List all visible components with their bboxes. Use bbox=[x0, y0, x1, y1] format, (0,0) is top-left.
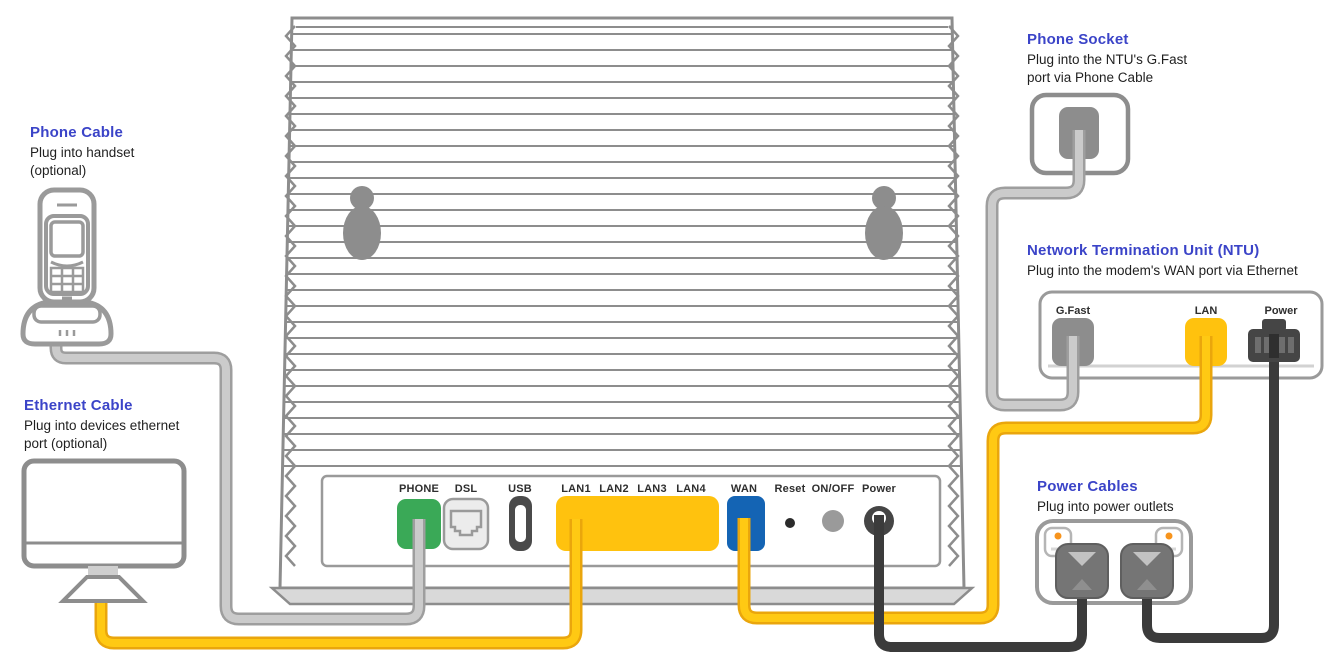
ntu-port-label-power: Power bbox=[1264, 305, 1298, 317]
modem-port-label-lan2: LAN2 bbox=[599, 483, 629, 495]
dock-cradle bbox=[32, 304, 102, 324]
modem-dsl-port bbox=[442, 497, 490, 551]
monitor-screen bbox=[21, 458, 187, 569]
modem-reset-button bbox=[785, 518, 795, 528]
modem-port-label-reset: Reset bbox=[775, 483, 806, 495]
modem-port-label-phone: PHONE bbox=[399, 483, 439, 495]
ntu-power-plug bbox=[1248, 319, 1300, 362]
power-outlet-plug-left bbox=[1055, 543, 1109, 599]
ntu-port-label-gfast: G.Fast bbox=[1056, 305, 1091, 317]
annotation-ntu-title: Network Termination Unit (NTU) bbox=[1027, 242, 1260, 259]
annotation-ethernet-cable-desc1: Plug into devices ethernet bbox=[24, 418, 180, 433]
handset-screen-curve bbox=[50, 260, 84, 268]
modem-left-fin-edge bbox=[284, 25, 297, 567]
phone-handset-illustration bbox=[37, 187, 97, 305]
mount-keyhole-left bbox=[343, 186, 381, 260]
annotation-phone-socket-desc2: port via Phone Cable bbox=[1027, 70, 1154, 85]
annotation-phone-cable: Phone Cable Plug into handset (optional) bbox=[30, 124, 134, 180]
dock-ticks bbox=[58, 330, 76, 336]
annotation-phone-cable-desc2: (optional) bbox=[30, 163, 87, 178]
power-cable-ntu-path bbox=[1142, 340, 1279, 643]
power-cable-modem-path bbox=[874, 515, 1087, 652]
cables-layer bbox=[56, 130, 1279, 652]
monitor-illustration bbox=[21, 458, 187, 603]
annotation-ntu-desc1: Plug into the modem's WAN port via Ether… bbox=[1027, 263, 1298, 278]
modem-lan-ports bbox=[556, 496, 719, 551]
power-outlet-plug-right bbox=[1120, 543, 1174, 599]
annotation-ethernet-cable-desc2: port (optional) bbox=[24, 436, 108, 451]
annotation-power-cables: Power Cables Plug into power outlets bbox=[1037, 478, 1174, 516]
modem-port-label-lan3: LAN3 bbox=[637, 483, 667, 495]
annotation-ntu: Network Termination Unit (NTU) Plug into… bbox=[1027, 242, 1298, 280]
annotation-phone-cable-desc1: Plug into handset bbox=[30, 145, 135, 160]
mount-keyhole-right bbox=[865, 186, 903, 260]
handset-face bbox=[44, 214, 90, 296]
monitor-neck bbox=[88, 566, 118, 577]
annotation-ethernet-cable: Ethernet Cable Plug into devices etherne… bbox=[24, 397, 179, 453]
annotation-power-cables-desc1: Plug into power outlets bbox=[1037, 499, 1174, 514]
annotation-phone-socket: Phone Socket Plug into the NTU's G.Fast … bbox=[1027, 31, 1187, 87]
modem-port-label-power: Power bbox=[862, 483, 897, 495]
modem-port-label-onoff: ON/OFF bbox=[812, 483, 855, 495]
monitor-stand-foot bbox=[58, 575, 148, 603]
modem-port-label-lan4: LAN4 bbox=[676, 483, 706, 495]
modem-onoff-button bbox=[822, 510, 844, 532]
modem-vent-ribs bbox=[280, 33, 964, 467]
handset-screen bbox=[49, 220, 85, 258]
modem-usb-port bbox=[509, 496, 532, 551]
handset-keypad bbox=[49, 266, 85, 294]
modem-port-label-lan1: LAN1 bbox=[561, 483, 591, 495]
phone-dock-illustration bbox=[20, 299, 114, 347]
ntu-port-label-lan: LAN bbox=[1195, 305, 1218, 317]
modem-port-label-dsl: DSL bbox=[455, 483, 478, 495]
annotation-phone-socket-desc1: Plug into the NTU's G.Fast bbox=[1027, 52, 1188, 67]
modem-base-skirt bbox=[268, 586, 976, 606]
modem-right-fin-edge bbox=[947, 25, 960, 567]
annotation-phone-socket-title: Phone Socket bbox=[1027, 31, 1129, 48]
annotation-phone-cable-title: Phone Cable bbox=[30, 124, 124, 141]
annotation-power-cables-title: Power Cables bbox=[1037, 478, 1138, 495]
annotation-ethernet-cable-title: Ethernet Cable bbox=[24, 397, 133, 414]
modem-port-label-wan: WAN bbox=[731, 483, 757, 495]
modem-device: PHONE DSL USB LAN1 LAN2 LAN3 LAN4 WAN Re… bbox=[268, 16, 976, 606]
modem-port-label-usb: USB bbox=[508, 483, 532, 495]
